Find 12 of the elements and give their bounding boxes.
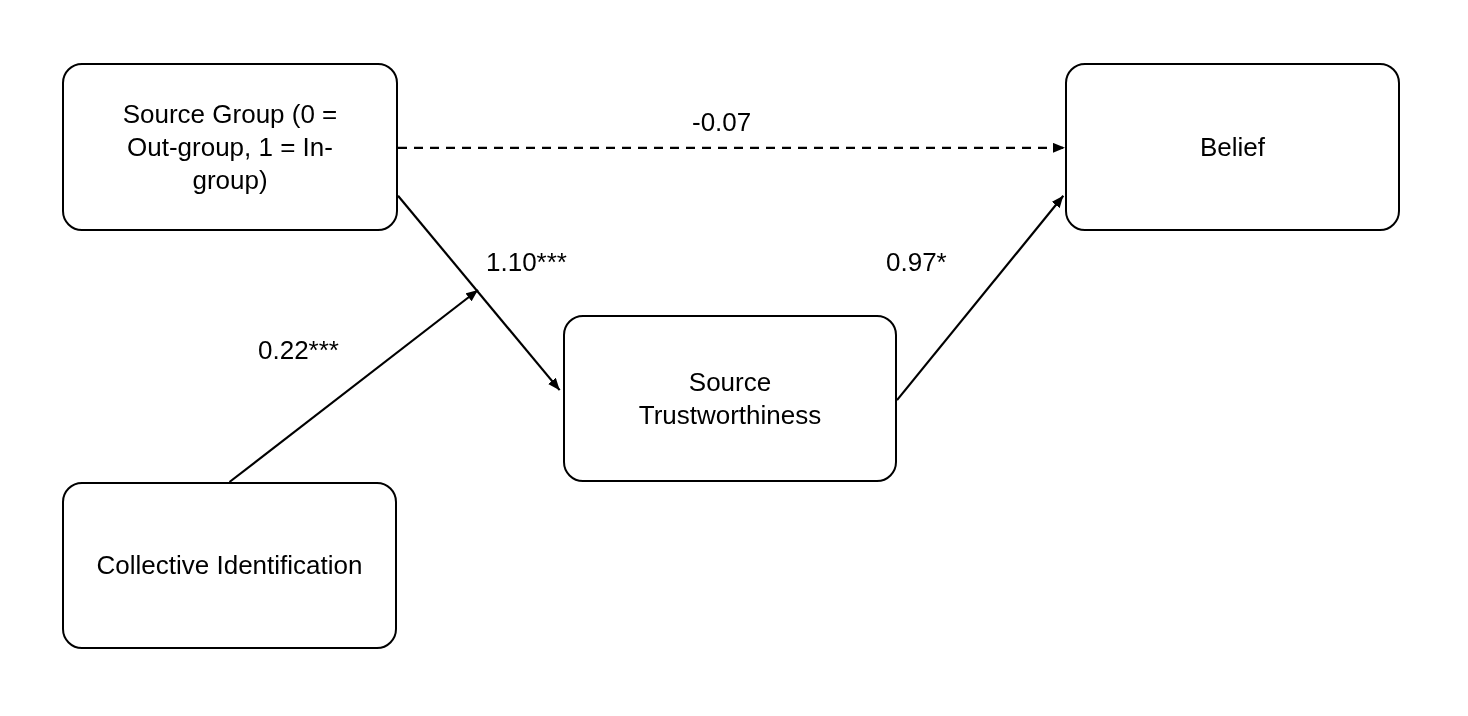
variable-label: Belief <box>1198 130 1266 164</box>
arrow <box>896 195 1065 401</box>
arrow <box>228 289 479 483</box>
variable-box <box>62 482 397 649</box>
variable-label: Source Group (0 = Out-group, 1 = In-group) <box>121 97 339 197</box>
variable-label: Collective Identification <box>95 549 364 582</box>
variable-box <box>563 315 897 482</box>
dashed-arrow <box>398 142 1065 153</box>
variable-box <box>62 63 398 231</box>
arrow <box>397 195 561 391</box>
variable-label: Source Trustworthiness <box>637 365 823 432</box>
variable-box <box>1065 63 1400 231</box>
